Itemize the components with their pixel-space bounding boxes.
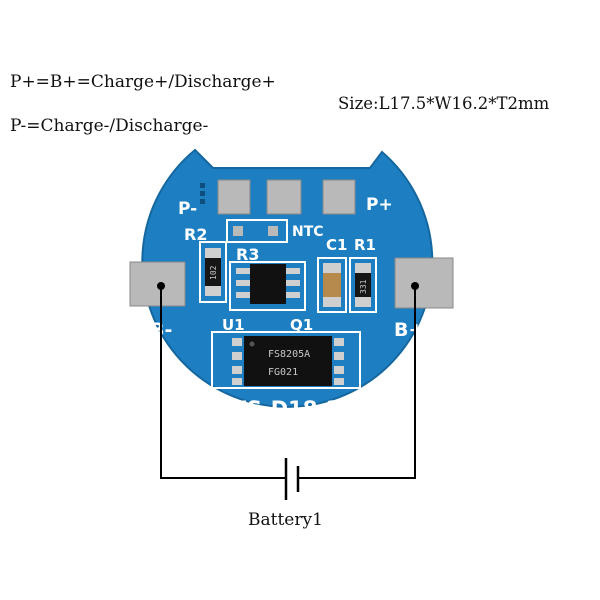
wire-positive bbox=[299, 286, 416, 479]
q1-pin1-dot bbox=[249, 341, 255, 347]
label-r3: R3 bbox=[236, 245, 259, 264]
q1-pin bbox=[334, 366, 344, 374]
pad-p-minus bbox=[217, 179, 251, 215]
r1-cap bbox=[355, 263, 371, 273]
r2-body bbox=[205, 258, 221, 286]
label-r1: R1 bbox=[354, 236, 376, 254]
c1-body bbox=[323, 273, 341, 297]
q1-marking-line2: FG021 bbox=[268, 367, 298, 378]
r1-cap bbox=[355, 297, 371, 307]
c1-outline bbox=[317, 257, 347, 313]
r1-marking: 331 bbox=[359, 279, 368, 294]
u1-pin bbox=[286, 268, 300, 274]
label-q1: Q1 bbox=[290, 316, 313, 334]
label-u1: U1 bbox=[222, 316, 245, 334]
via bbox=[200, 183, 205, 188]
u1-body bbox=[250, 264, 286, 304]
q1-pin bbox=[334, 378, 344, 385]
label-ntc: NTC bbox=[292, 224, 324, 240]
u1-pin bbox=[286, 280, 300, 286]
pad-b-minus bbox=[129, 261, 186, 307]
q1-outline bbox=[211, 331, 361, 389]
u1-outline bbox=[229, 261, 306, 311]
r2-marking: 102 bbox=[209, 265, 218, 280]
q1-pin bbox=[232, 352, 242, 360]
via bbox=[200, 199, 205, 204]
ntc-pad bbox=[268, 226, 278, 236]
pin-description-negative: P-=Charge-/Discharge- bbox=[10, 116, 209, 136]
q1-pin bbox=[232, 366, 242, 374]
board-size-note: Size:L17.5*W16.2*T2mm bbox=[338, 94, 550, 113]
board-model-label: LWS-D18-2 bbox=[212, 397, 341, 421]
u1-pin bbox=[236, 292, 250, 298]
q1-marking-line1: FS8205A bbox=[268, 349, 310, 360]
label-p-minus: P- bbox=[178, 199, 197, 219]
r2-outline bbox=[199, 241, 227, 303]
via bbox=[200, 191, 205, 196]
label-b-plus: B+ bbox=[394, 319, 424, 341]
r2-cap bbox=[205, 248, 221, 258]
q1-pin bbox=[232, 338, 242, 346]
q1-pin bbox=[334, 338, 344, 346]
q1-pin bbox=[334, 352, 344, 360]
pin-description-positive: P+=B+=Charge+/Discharge+ bbox=[10, 72, 276, 92]
ntc-footprint bbox=[226, 219, 288, 243]
battery-label: Battery1 bbox=[248, 510, 323, 530]
pad-ntc bbox=[266, 179, 302, 215]
ntc-pad bbox=[233, 226, 243, 236]
c1-cap bbox=[323, 297, 341, 307]
r1-body bbox=[355, 273, 371, 297]
r1-outline bbox=[349, 257, 377, 313]
u1-pin bbox=[236, 268, 250, 274]
q1-body bbox=[244, 336, 332, 386]
pad-b-plus bbox=[394, 257, 454, 309]
label-r2: R2 bbox=[184, 225, 207, 244]
label-c1: C1 bbox=[326, 236, 347, 254]
u1-pin bbox=[286, 292, 300, 298]
u1-pin bbox=[236, 280, 250, 286]
r2-cap bbox=[205, 286, 221, 296]
wire-negative bbox=[160, 286, 285, 479]
q1-pin bbox=[232, 378, 242, 385]
pad-p-plus bbox=[322, 179, 356, 215]
c1-cap bbox=[323, 263, 341, 273]
label-p-plus: P+ bbox=[366, 195, 393, 215]
